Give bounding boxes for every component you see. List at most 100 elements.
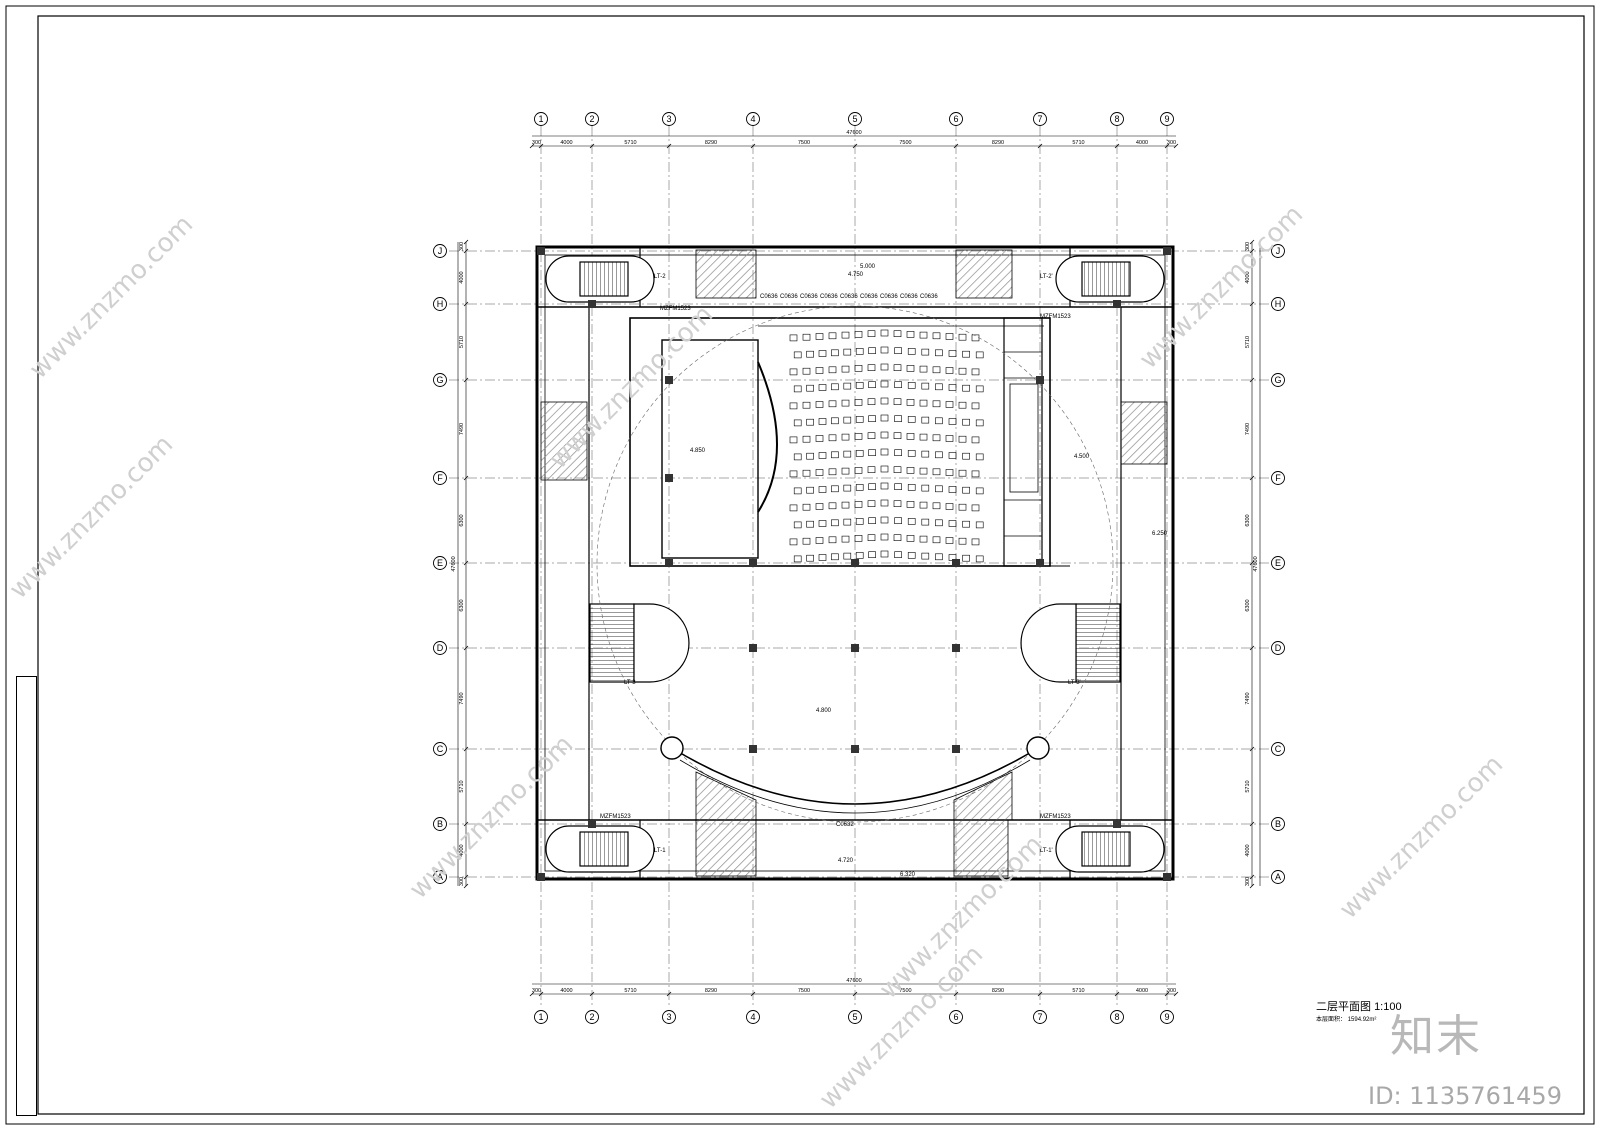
axis-bubble-bottom-2: 2: [585, 1010, 599, 1024]
drawing-title-text: 二层平面图: [1316, 1001, 1371, 1013]
axis-bubble-bottom-8: 8: [1110, 1010, 1124, 1024]
label-lift-2b: LT-2': [1040, 274, 1053, 280]
svg-text:A: A: [437, 872, 443, 882]
axis-bubble-bottom-6: 6: [949, 1010, 963, 1024]
elev-label-5: 4.720: [838, 858, 854, 864]
door-label-1: MZFM1523: [660, 306, 691, 312]
svg-text:7: 7: [1037, 114, 1042, 124]
axis-bubble-left-B: B: [433, 817, 447, 831]
window-label-8: C0636: [900, 294, 918, 300]
dim-top-9: 300: [1167, 140, 1176, 146]
label-lift-2: LT-2: [654, 274, 666, 280]
door-label-2: MZFM1523: [1040, 314, 1071, 320]
dim-total-left: 47600: [451, 556, 457, 571]
dim-bottom-5: 7500: [899, 988, 911, 994]
watermark-text-6: www.znzmo.com: [1334, 750, 1509, 925]
window-label-2: C0636: [780, 294, 798, 300]
dim-bottom-7: 5710: [1072, 988, 1084, 994]
svg-text:H: H: [1275, 299, 1282, 309]
svg-text:9: 9: [1164, 114, 1169, 124]
sheet-title-block: [16, 676, 37, 1116]
dim-right-7: 5710: [1245, 780, 1251, 792]
svg-text:5: 5: [852, 1012, 857, 1022]
window-label-4: C0636: [820, 294, 838, 300]
svg-text:E: E: [1275, 558, 1281, 568]
dim-top-4: 7500: [798, 140, 810, 146]
dim-left-9: 300: [459, 877, 465, 886]
svg-text:C: C: [1275, 744, 1282, 754]
brand-logo: 知末: [1390, 1011, 1482, 1062]
axis-bubble-top-1: 1: [534, 112, 548, 126]
svg-text:E: E: [437, 558, 443, 568]
window-label-7: C0636: [880, 294, 898, 300]
dim-top-3: 8290: [705, 140, 717, 146]
dim-top-7: 5710: [1072, 140, 1084, 146]
label-lift-1: LT-1: [654, 848, 666, 854]
svg-text:C: C: [437, 744, 444, 754]
axis-bubble-bottom-4: 4: [746, 1010, 760, 1024]
dim-top-1: 4000: [560, 140, 572, 146]
dim-top-0: 300: [532, 140, 541, 146]
dim-left-4: 6300: [459, 514, 465, 526]
axis-bubble-left-J: J: [433, 244, 447, 258]
svg-text:F: F: [1275, 473, 1281, 483]
svg-text:6: 6: [953, 1012, 958, 1022]
axis-bubble-left-G: G: [433, 373, 447, 387]
dim-bottom-4: 7500: [798, 988, 810, 994]
elev-label-2: 5.000: [860, 264, 876, 270]
dim-total-top: 47600: [846, 130, 861, 136]
dim-left-7: 5710: [459, 780, 465, 792]
auditorium-seating: [789, 329, 984, 563]
hatched-shafts: [540, 249, 1168, 877]
axis-bubble-top-9: 9: [1160, 112, 1174, 126]
axis-bubble-top-6: 6: [949, 112, 963, 126]
corner-stair-cores: [545, 255, 1165, 873]
axis-bubble-bottom-7: 7: [1033, 1010, 1047, 1024]
dim-bottom-6: 8290: [992, 988, 1004, 994]
svg-text:5: 5: [852, 114, 857, 124]
elev-label-1: 4.750: [848, 272, 864, 278]
sheet-outer-border: [5, 5, 1595, 1125]
dim-right-9: 300: [1245, 877, 1251, 886]
dim-left-5: 6300: [459, 599, 465, 611]
svg-text:3: 3: [666, 1012, 671, 1022]
axis-bubble-right-H: H: [1271, 297, 1285, 311]
auditorium-block: [629, 317, 1051, 567]
dim-top-8: 4000: [1136, 140, 1148, 146]
svg-text:8: 8: [1114, 1012, 1119, 1022]
dim-left-8: 4000: [459, 844, 465, 856]
svg-text:9: 9: [1164, 1012, 1169, 1022]
svg-text:G: G: [436, 375, 443, 385]
dim-left-6: 7490: [459, 692, 465, 704]
axis-bubble-bottom-1: 1: [534, 1010, 548, 1024]
window-label-1: C0636: [760, 294, 778, 300]
svg-text:B: B: [1275, 819, 1281, 829]
dim-bottom-0: 300: [532, 988, 541, 994]
svg-text:7: 7: [1037, 1012, 1042, 1022]
dim-left-0: 300: [459, 242, 465, 251]
axis-bubble-top-2: 2: [585, 112, 599, 126]
asset-id: ID: 1135761459: [1368, 1082, 1562, 1110]
axis-bubble-right-B: B: [1271, 817, 1285, 831]
axis-bubble-left-C: C: [433, 742, 447, 756]
watermarks: www.znzmo.com www.znzmo.com www.znzmo.co…: [4, 200, 1509, 1115]
svg-text:G: G: [1274, 375, 1281, 385]
axis-bubble-bottom-5: 5: [848, 1010, 862, 1024]
axis-bubble-right-D: D: [1271, 641, 1285, 655]
axis-bubble-top-8: 8: [1110, 112, 1124, 126]
axis-bubble-bottom-3: 3: [662, 1010, 676, 1024]
dim-right-4: 6300: [1245, 514, 1251, 526]
dim-top-6: 8290: [992, 140, 1004, 146]
axis-bubble-top-3: 3: [662, 112, 676, 126]
dim-bottom-9: 300: [1167, 988, 1176, 994]
dim-left-2: 5710: [459, 336, 465, 348]
axis-bubble-right-E: E: [1271, 556, 1285, 570]
axis-bubble-right-G: G: [1271, 373, 1285, 387]
axis-bubble-right-F: F: [1271, 471, 1285, 485]
axis-bubble-top-7: 7: [1033, 112, 1047, 126]
drawing-title: 二层平面图 1:100: [1316, 998, 1402, 1014]
side-stairs: [589, 603, 1121, 683]
axis-bubble-left-E: E: [433, 556, 447, 570]
sheet-inner-border: [37, 15, 1585, 1115]
